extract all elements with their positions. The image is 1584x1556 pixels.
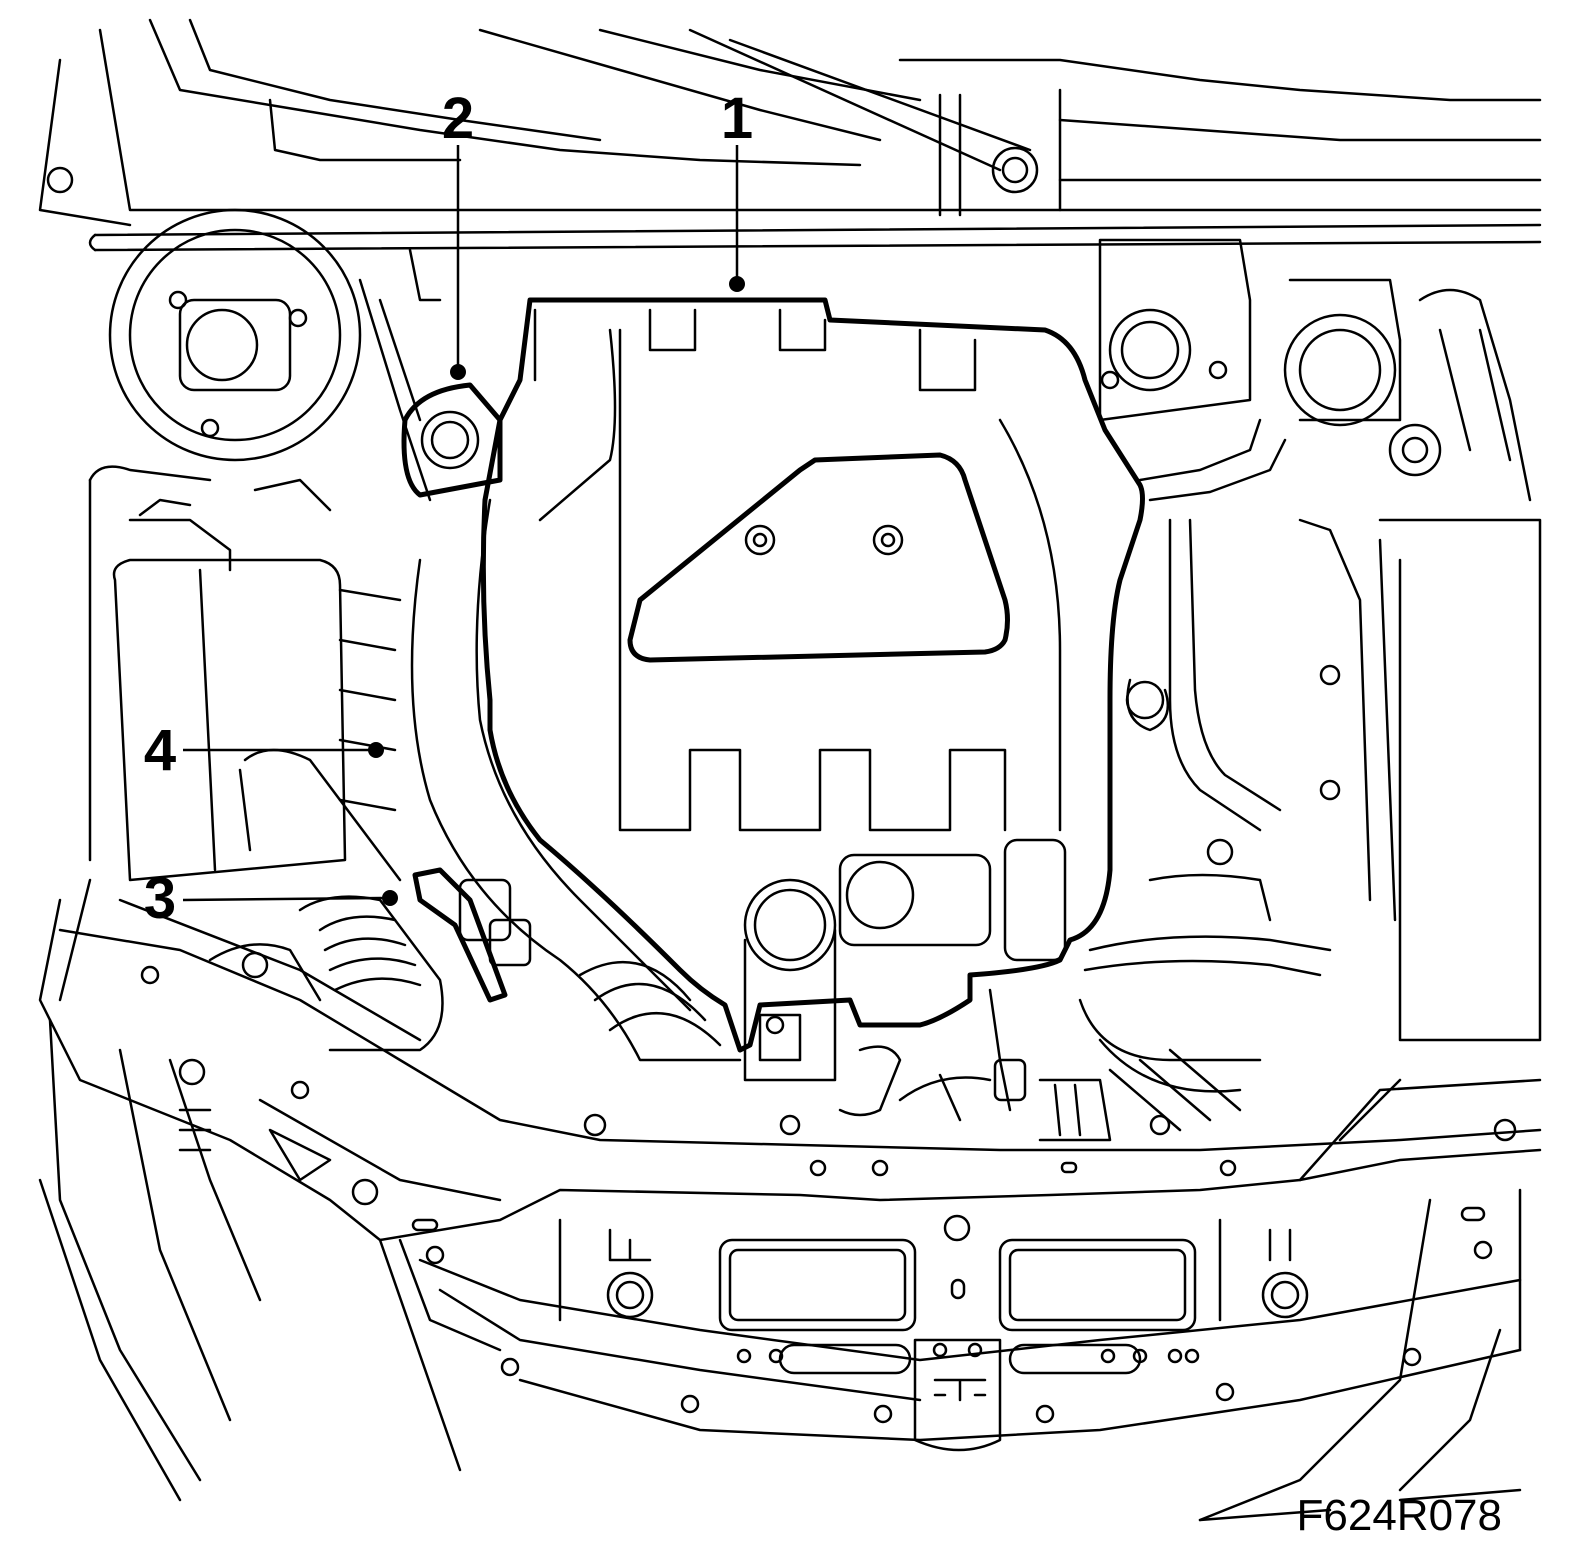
callout-leaders	[182, 145, 745, 906]
cowl-panel	[38, 18, 1542, 227]
coolant-expansion-tank-cap	[1098, 238, 1252, 422]
air-hose-clamp	[208, 867, 532, 1052]
leader-dot-3	[382, 890, 398, 906]
leader-dot-4	[368, 742, 384, 758]
leader-line-3	[182, 896, 389, 902]
right-side-hoses	[1078, 418, 1542, 1132]
callout-label-1: 1	[721, 86, 753, 151]
intake-duct	[410, 498, 837, 1082]
cowl-cross-rail	[88, 223, 1542, 252]
figure-id: F624R078	[1297, 1491, 1502, 1540]
oil-filler-cap	[358, 248, 503, 502]
callout-label-3: 3	[144, 866, 176, 931]
callout-label-2: 2	[442, 86, 474, 151]
left-strut-tower	[108, 208, 362, 462]
callout-label-4: 4	[144, 718, 176, 783]
lower-engine-components	[758, 988, 1112, 1142]
leader-dot-1	[729, 276, 745, 292]
right-strut-tower	[1283, 278, 1532, 502]
leader-dot-2	[450, 364, 466, 380]
engine-cover	[480, 297, 1145, 1053]
radiator-support-panel	[38, 1018, 1522, 1522]
battery-box	[88, 465, 402, 882]
